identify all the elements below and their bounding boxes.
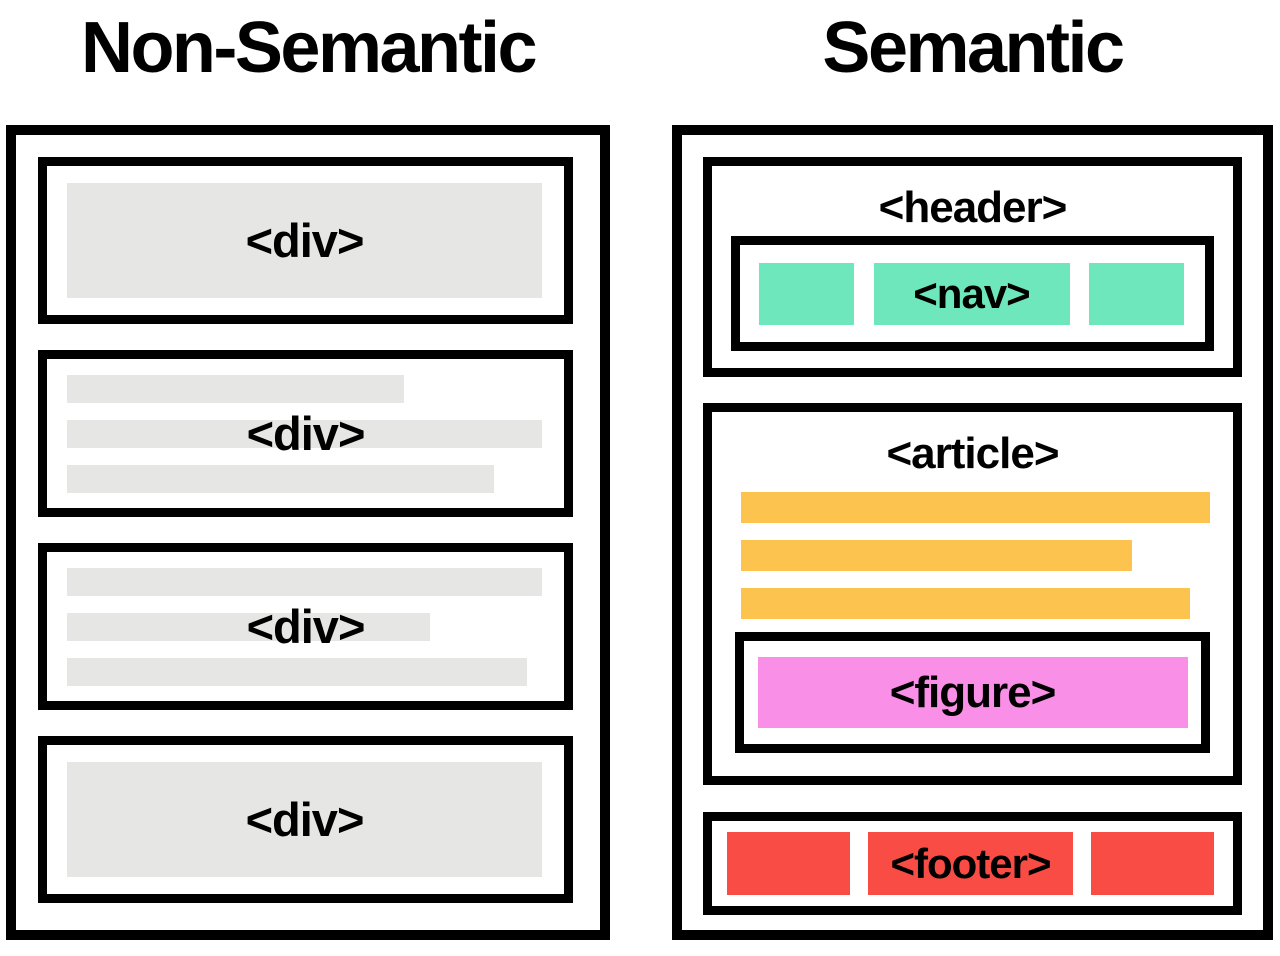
header-box: <header> <nav> [703,157,1242,377]
figure-tag-label: <figure> [889,667,1057,717]
footer-item-right [1091,832,1214,895]
article-box: <article> <figure> [703,403,1242,785]
article-text-lines [741,492,1233,619]
figure-placeholder-block: <figure> [757,657,1188,728]
footer-tag-label: <footer> [890,839,1051,887]
placeholder-bar [67,419,542,448]
div-box-2: <div> [38,350,573,517]
semantic-panel: <header> <nav> <article> <figure> [672,125,1273,940]
placeholder-bar [67,567,542,596]
div-placeholder-block: <div> [67,183,542,298]
figure-box: <figure> [735,632,1210,753]
non-semantic-title: Non-Semantic [80,8,538,88]
div-box-4: <div> [38,736,573,903]
nav-item-left [759,262,854,325]
div-placeholder-block: <div> [67,762,542,877]
placeholder-bar [67,374,404,403]
placeholder-bar [67,464,494,493]
semantic-title: Semantic [822,8,1125,88]
div-box-3: <div> [38,543,573,710]
nav-box: <nav> [731,236,1214,351]
div-tag-label: <div> [245,793,365,846]
div-box-1: <div> [38,157,573,324]
text-line-bar [741,492,1210,523]
footer-box: <footer> [703,812,1242,915]
placeholder-bar [67,657,527,686]
placeholder-bar [67,612,430,641]
nav-item-center: <nav> [873,262,1070,325]
header-tag-label: <header> [878,183,1068,232]
non-semantic-panel: <div> <div> <div> <div> [6,125,610,940]
text-line-bar [741,588,1190,619]
nav-item-right [1089,262,1184,325]
footer-item-center: <footer> [868,832,1073,895]
text-line-bar [741,540,1132,571]
div-tag-label: <div> [245,214,365,267]
nav-tag-label: <nav> [913,269,1030,317]
footer-item-left [727,832,850,895]
article-tag-label: <article> [886,429,1059,478]
